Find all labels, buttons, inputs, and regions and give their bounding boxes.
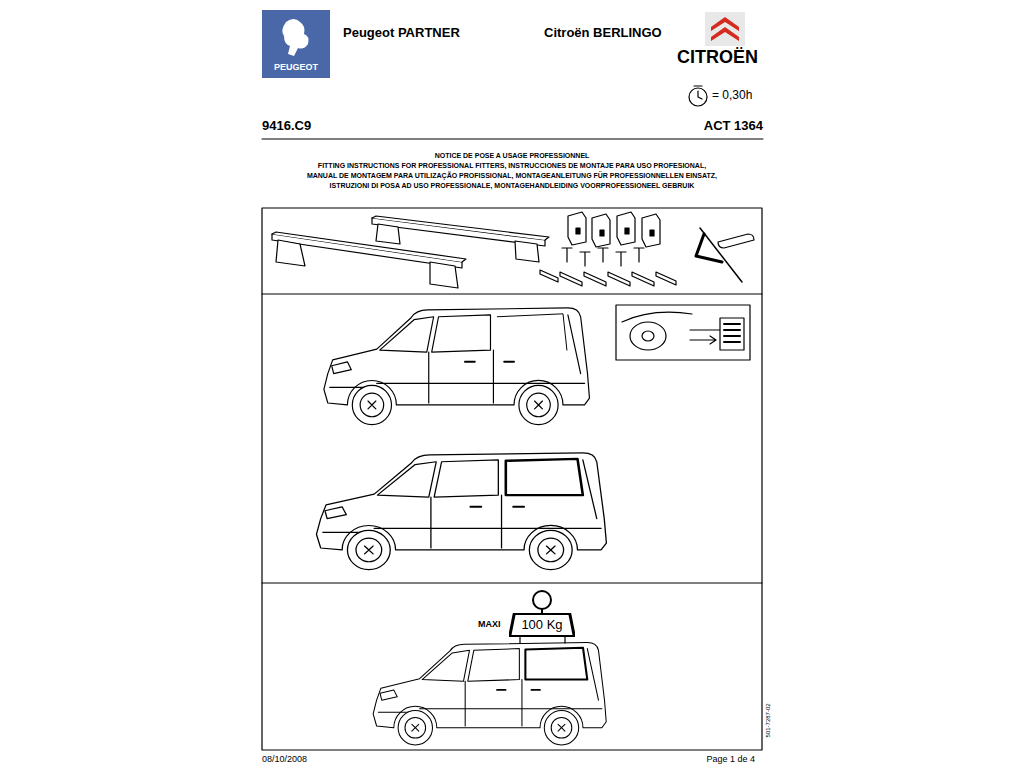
max-load-label: MAXI — [478, 619, 501, 629]
date: 08/10/2008 — [262, 754, 307, 764]
fitting-time: = 0,30h — [712, 89, 752, 103]
reference-number: 9416.C9 — [262, 119, 311, 134]
reference-number: ACT 1364 — [704, 119, 763, 134]
weight-text: 100 Kg — [509, 617, 575, 633]
document-code: 501-7287-02 — [765, 703, 772, 737]
instruction-heading: NOTICE DE POSE A USAGE PROFESSIONNEL — [435, 152, 590, 160]
instruction-line: MANUAL DE MONTAGEM PARA UTILIZAÇÃO PROFI… — [307, 172, 717, 180]
logo-text: PEUGEOT — [274, 62, 318, 72]
page-number: Page 1 de 4 — [706, 754, 755, 764]
weight-box: 100 Kg — [509, 613, 575, 637]
model-name: Peugeot PARTNER — [343, 26, 460, 41]
logo-text: CITROËN — [677, 47, 758, 68]
instruction-line: FITTING INSTRUCTIONS FOR PROFESSIONAL FI… — [318, 162, 706, 170]
model-name: Citroën BERLINGO — [544, 26, 662, 41]
instruction-line: ISTRUZIONI DI POSA AD USO PROFESSIONALE,… — [330, 182, 695, 190]
